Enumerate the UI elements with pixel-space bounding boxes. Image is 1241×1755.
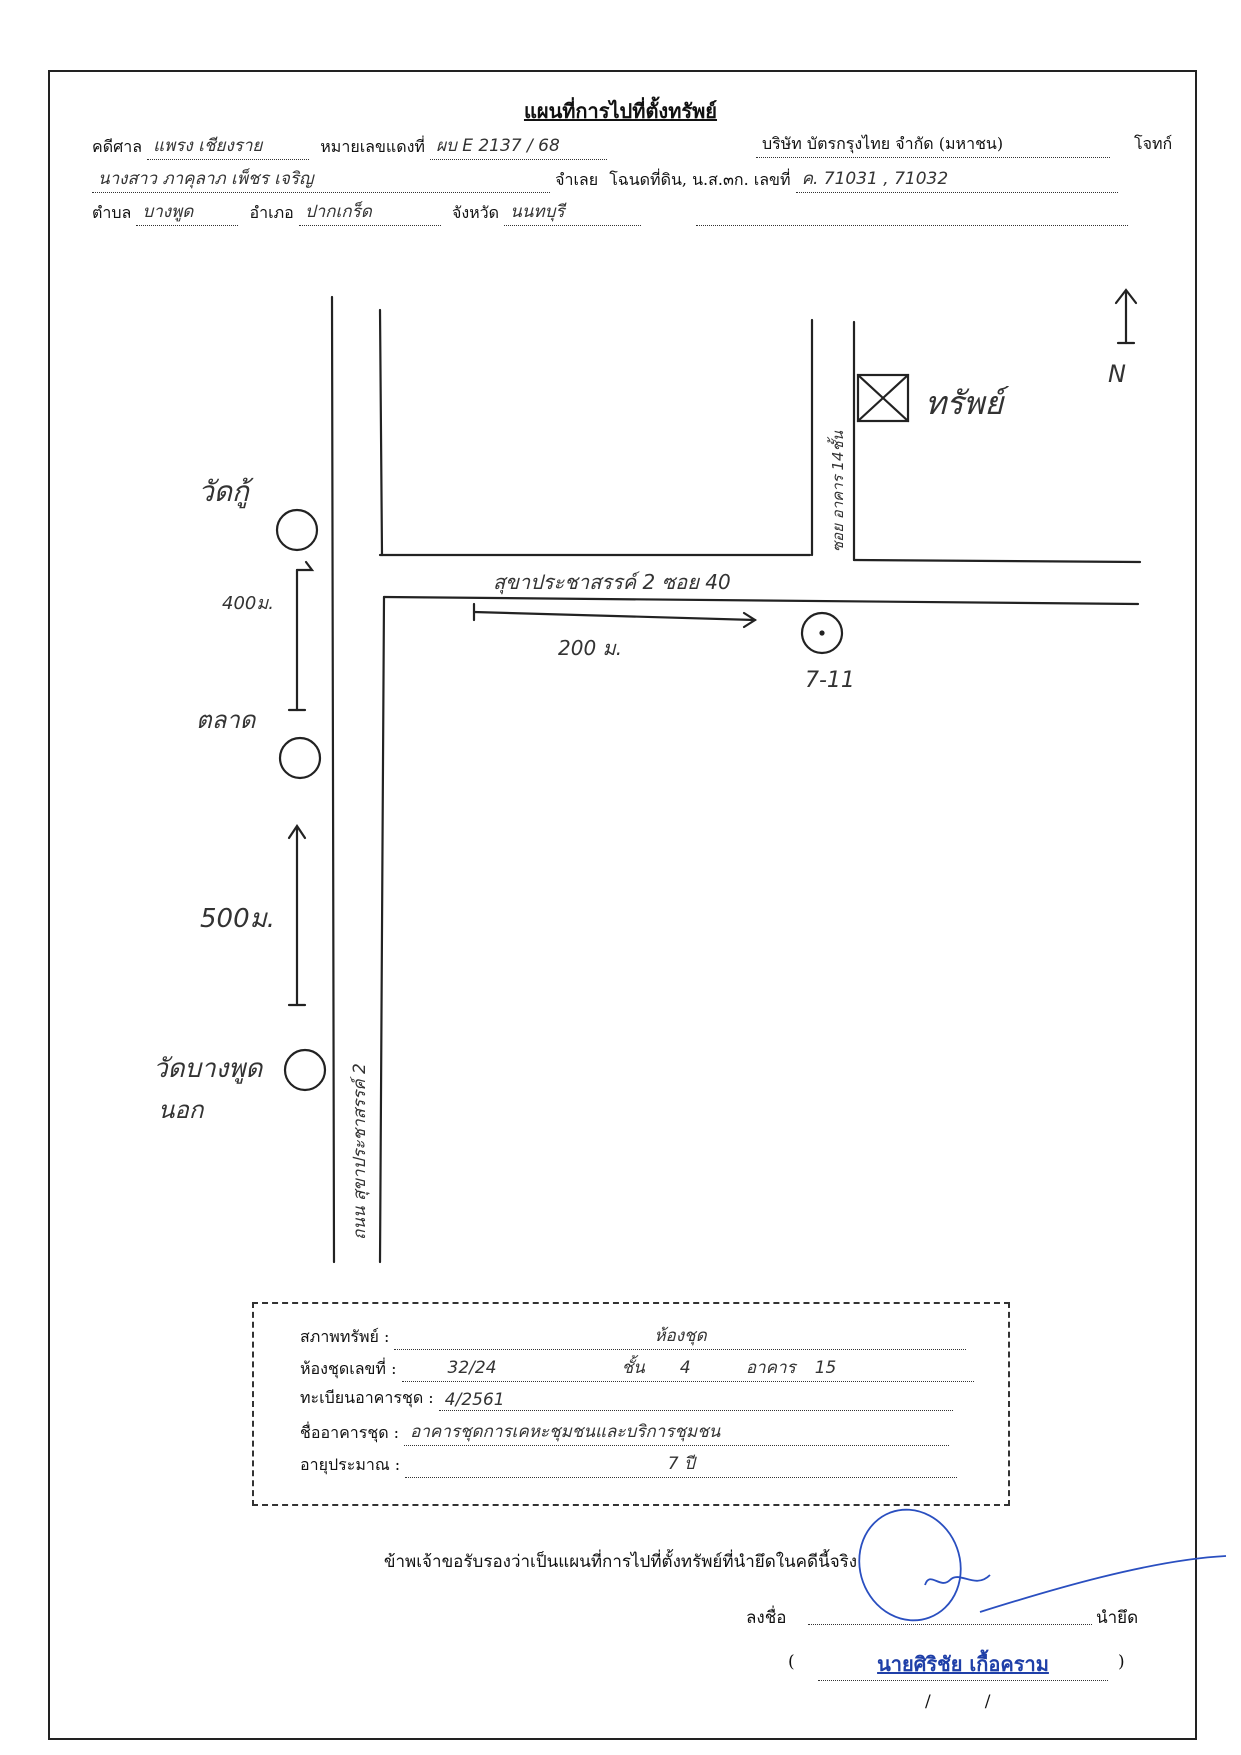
building-label: อาคาร [745,1358,796,1378]
property-info-box: สภาพทรัพย์ : ห้องชุด ห้องชุดเลขที่ : 32/… [252,1302,1010,1506]
arrow-200 [472,610,757,622]
signer-name: นายศิริชัย เกื้อคราม [818,1648,1108,1681]
soi40-bottom-edge [382,595,1140,606]
building-value: 15 [814,1358,837,1378]
province-value: นนทบุรี [504,198,642,226]
wat-ku-label: วัดกู้ [198,475,249,508]
signature-stroke [924,1574,991,1586]
building-name-row: ชื่ออาคารชุด : อาคารชุดการเคหะชุมชนและบร… [300,1418,950,1446]
header-line-2: นางสาว ภาคุลาภ เพ็ชร เจริญ จำเลย โฉนดที่… [92,165,1118,193]
property-box [856,373,910,423]
signature-tail [979,1555,1227,1613]
plaintiff: บริษัท บัตรกรุงไทย จำกัด (มหาชน) [756,132,1110,158]
defendant-label: จำเลย [555,170,599,189]
deed-label: โฉนดที่ดิน, น.ส.๓ก. เลขที่ [609,170,791,189]
unit-row: ห้องชุดเลขที่ : 32/24 ชั้น 4 อาคาร 15 [300,1354,974,1382]
main-road-left-edge [330,295,336,1264]
amphoe-label: อำเภอ [249,203,294,222]
seven-eleven-label: 7-11 [805,668,855,693]
wat-bangphut-label-2: นอก [158,1096,204,1124]
tambon-value: บางพูด [136,198,239,226]
reg-row: ทะเบียนอาคารชุด : 4/2561 [300,1386,953,1411]
wat-bangphut-label-1: วัดบางพูด [153,1054,263,1084]
condition-row: สภาพทรัพย์ : ห้องชุด [300,1322,967,1350]
open-paren: ( [788,1652,795,1672]
plaintiff-value: บริษัท บัตรกรุงไทย จำกัด (มหาชน) [756,132,1110,158]
seizer-label: นำยึด [1096,1608,1139,1628]
unit-label: ห้องชุดเลขที่ : [300,1359,397,1378]
building-name-label: ชื่ออาคารชุด : [300,1423,400,1442]
condition-value: ห้องชุด [394,1322,967,1350]
reg-value: 4/2561 [438,1390,953,1411]
market-label: ตลาด [196,706,256,734]
close-paren: ) [1118,1652,1125,1672]
sign-label: ลงชื่อ [746,1608,787,1628]
building-name-value: อาคารชุดการเคหะชุมชนและบริการชุมชน [404,1418,950,1446]
case-label: หมายเลขแดงที่ [320,137,425,156]
unit-value: 32/24 [447,1358,497,1378]
property-label: ทรัพย์ [925,384,1004,422]
reg-label: ทะเบียนอาคารชุด : [300,1388,434,1407]
age-label: อายุประมาณ : [300,1455,401,1474]
page-frame [48,70,1197,1740]
signature-loop [858,1508,962,1622]
blank-line [696,205,1129,226]
certification-statement: ข้าพเจ้าขอรับรองว่าเป็นแผนที่การไปที่ตั้… [383,1552,858,1572]
north-label: N [1108,360,1126,388]
court-value: แพรง เชียงราย [147,132,310,160]
header-line-1: คดีศาล แพรง เชียงราย หมายเลขแดงที่ ผบ E … [92,132,608,160]
signature-line [808,1604,1092,1625]
seven-eleven-circle [800,611,844,655]
date-line: / / [925,1692,991,1712]
header-line-3: ตำบล บางพูด อำเภอ ปากเกร็ด จังหวัด นนทบุ… [92,198,1129,226]
distance-400-label: 400ม. [222,593,274,614]
deed-value: ค. 71031 , 71032 [795,165,1118,193]
soi40-top-edge-right [852,558,1142,564]
age-value: 7 ปี [405,1450,958,1478]
distance-500-label: 500ม. [200,904,276,934]
soi40-label: สุขาประชาสรรค์ 2 ซอย 40 [493,570,731,594]
main-road-right-edge-upper [378,308,384,557]
age-row: อายุประมาณ : 7 ปี [300,1450,958,1478]
wat-ku-circle [275,508,319,552]
main-road-right-edge-lower [378,595,386,1264]
document-title: แผนที่การไปที่ตั้งทรัพย์ [523,99,718,123]
unit-values: 32/24 ชั้น 4 อาคาร 15 [401,1354,974,1382]
amphoe-value: ปากเกร็ด [298,198,441,226]
market-circle [278,736,322,780]
floor-value: 4 [679,1358,691,1378]
province-label: จังหวัด [451,203,500,222]
defendant-value: นางสาว ภาคุลาภ เพ็ชร เจริญ [92,165,550,193]
signer-name-line: นายศิริชัย เกื้อคราม [818,1648,1108,1681]
wat-bangphut-circle [283,1048,327,1092]
court-label: คดีศาล [92,137,143,156]
case-value: ผบ E 2137 / 68 [430,132,608,160]
distance-200-label: 200 ม. [558,636,623,660]
plaintiff-label: โจทก์ [1134,134,1173,153]
floor-label: ชั้น [621,1358,645,1378]
tambon-label: ตำบล [92,203,132,222]
condition-label: สภาพทรัพย์ : [300,1327,390,1346]
